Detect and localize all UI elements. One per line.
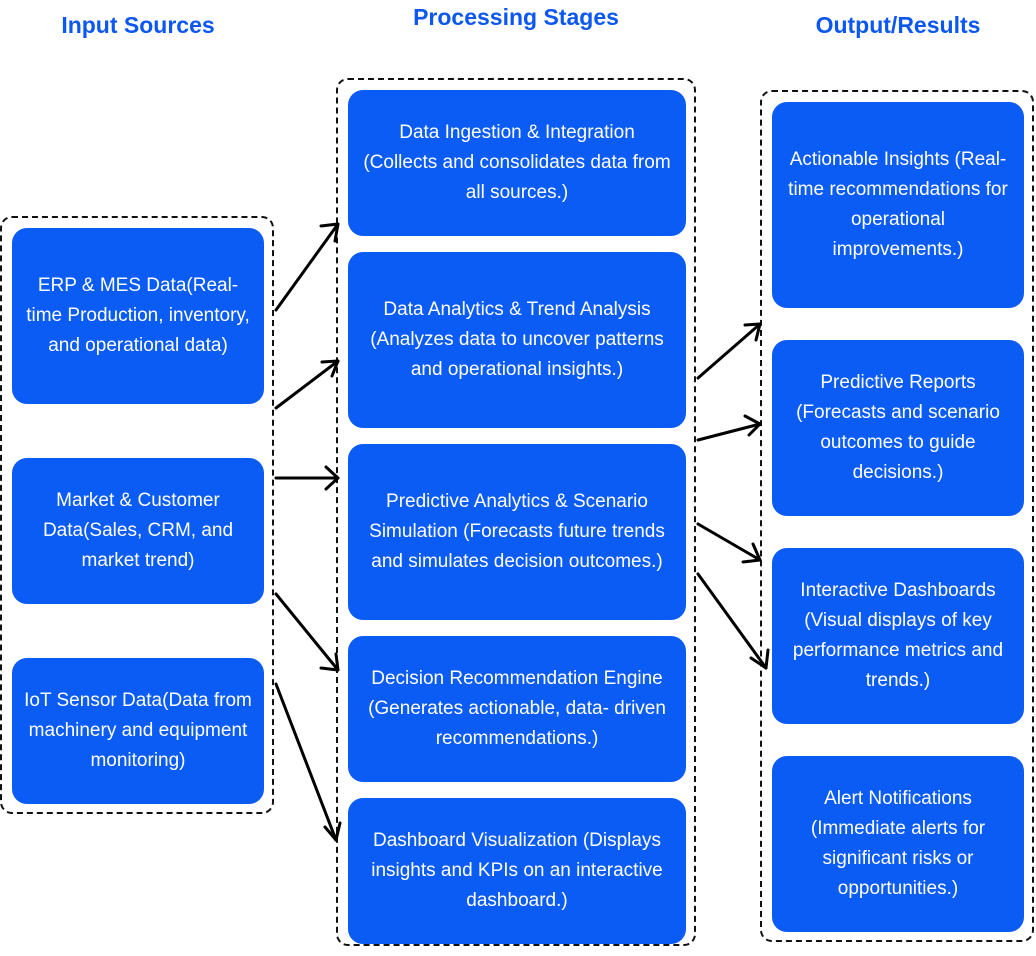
arrow-predictive-to-dashboards bbox=[696, 522, 762, 564]
output-actionable-insights: Actionable Insights (Real-time recommend… bbox=[772, 102, 1024, 308]
stage-decision-engine: Decision Recommendation Engine (Generate… bbox=[348, 636, 686, 782]
input-erp-mes-data: ERP & MES Data(Real-time Production, inv… bbox=[12, 228, 264, 404]
output-interactive-dashboards: Interactive Dashboards (Visual displays … bbox=[772, 548, 1024, 724]
arrow-erp-to-ingestion bbox=[274, 222, 340, 312]
arrow-iot-to-dashboard bbox=[274, 682, 342, 842]
stage-predictive-analytics: Predictive Analytics & Scenario Simulati… bbox=[348, 444, 686, 620]
processing-stages-heading: Processing Stages bbox=[413, 4, 619, 30]
stage-data-analytics: Data Analytics & Trend Analysis (Analyze… bbox=[348, 252, 686, 428]
arrow-market-to-decision bbox=[274, 592, 340, 672]
arrow-predictive-to-reports bbox=[696, 414, 762, 442]
input-sources-group bbox=[0, 216, 274, 814]
arrow-predictive-to-dashboards-2 bbox=[696, 572, 770, 670]
input-sources-heading: Input Sources bbox=[61, 12, 215, 38]
arrow-analytics-to-insights bbox=[696, 322, 762, 380]
arrow-erp-to-analytics bbox=[274, 359, 340, 410]
output-predictive-reports: Predictive Reports (Forecasts and scenar… bbox=[772, 340, 1024, 516]
output-alert-notifications: Alert Notifications (Immediate alerts fo… bbox=[772, 756, 1024, 932]
input-market-customer-data: Market & Customer Data(Sales, CRM, and m… bbox=[12, 458, 264, 604]
input-iot-sensor-data: IoT Sensor Data(Data from machinery and … bbox=[12, 658, 264, 804]
stage-data-ingestion: Data Ingestion & Integration (Collects a… bbox=[348, 90, 686, 236]
stage-dashboard-visualization: Dashboard Visualization (Displays insigh… bbox=[348, 798, 686, 944]
output-results-group bbox=[760, 90, 1034, 942]
output-results-heading: Output/Results bbox=[815, 12, 981, 38]
processing-stages-group bbox=[336, 78, 696, 946]
arrow-market-to-predictive bbox=[274, 465, 340, 491]
